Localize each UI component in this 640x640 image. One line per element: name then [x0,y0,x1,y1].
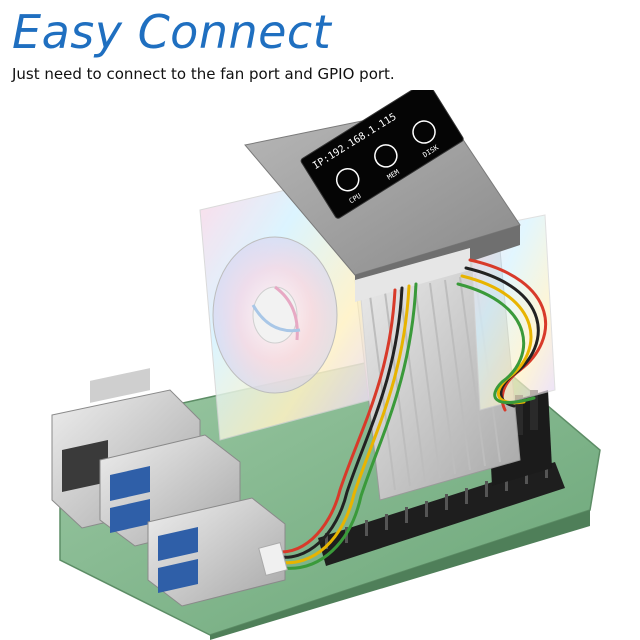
usb-ports-lower [147,497,286,607]
gpio-cable [456,258,548,412]
product-photo: IP:192.168.1.115 CPU MEM DISK [51,90,601,640]
gpio-header [318,462,565,566]
fan-plug [258,542,288,576]
fan-cable [268,282,418,570]
page-title: Easy Connect [12,5,332,59]
page-subtitle: Just need to connect to the fan port and… [12,65,395,83]
cooling-fan [212,236,338,394]
